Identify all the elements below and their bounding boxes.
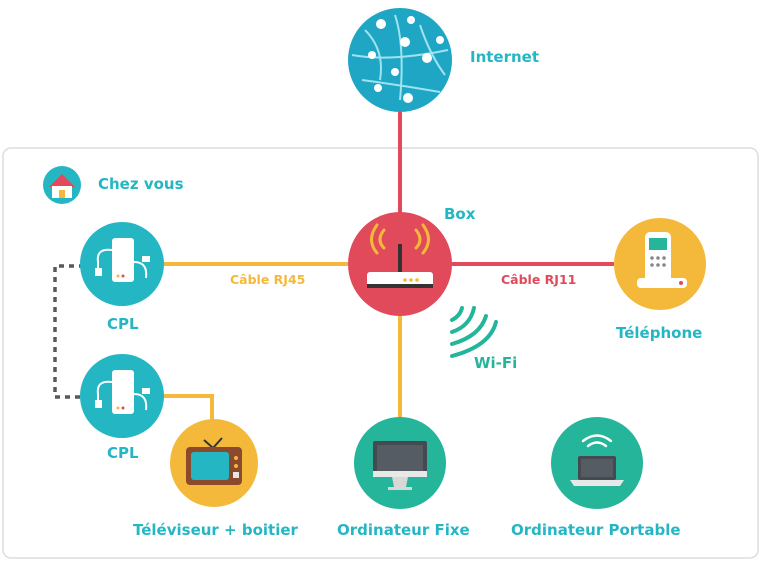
monitor-icon bbox=[354, 417, 446, 509]
tv-label: Téléviseur + boitier bbox=[133, 521, 299, 539]
globe-icon bbox=[348, 8, 452, 112]
tv-link bbox=[160, 394, 214, 422]
plug-icon bbox=[80, 222, 164, 306]
router-icon bbox=[348, 212, 452, 316]
plug-icon bbox=[80, 354, 164, 438]
wifi-label: Wi-Fi bbox=[474, 354, 517, 372]
wifi-icon bbox=[450, 306, 498, 358]
cpl-dotted-link bbox=[53, 264, 84, 399]
home-label: Chez vous bbox=[98, 175, 184, 193]
telephone-label: Téléphone bbox=[616, 324, 702, 342]
house-icon bbox=[43, 166, 81, 204]
tv-icon bbox=[170, 419, 258, 507]
laptop-label: Ordinateur Portable bbox=[511, 521, 681, 539]
rj11-label: Câble RJ11 bbox=[501, 272, 576, 287]
phone-icon bbox=[614, 218, 706, 310]
laptop-icon bbox=[551, 417, 643, 509]
desktop-label: Ordinateur Fixe bbox=[337, 521, 470, 539]
cpl-bottom-label: CPL bbox=[107, 444, 139, 462]
rj45-label: Câble RJ45 bbox=[230, 272, 305, 287]
box-label: Box bbox=[444, 205, 476, 223]
internet-label: Internet bbox=[470, 48, 539, 66]
cpl-top-label: CPL bbox=[107, 315, 139, 333]
